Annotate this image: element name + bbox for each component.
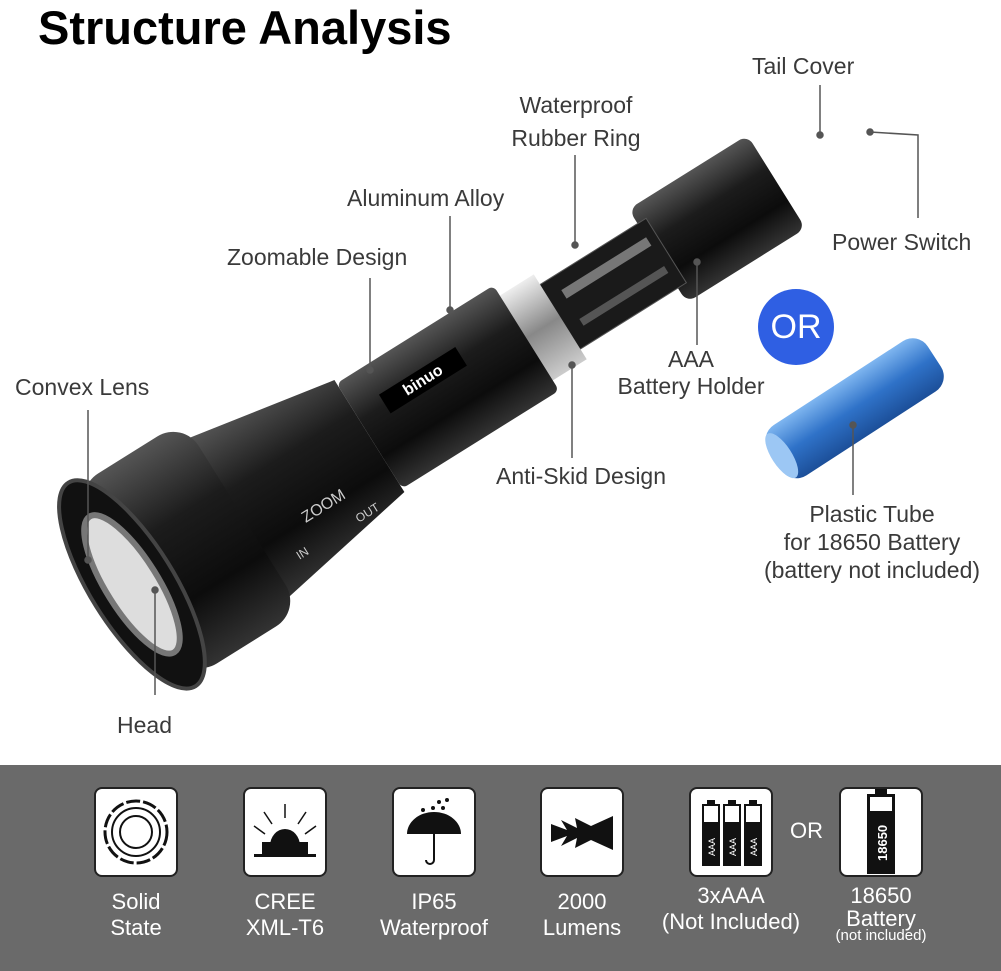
- feature-line2: XML-T6: [245, 915, 325, 940]
- feature-line2: (Not Included): [661, 909, 801, 934]
- aaa-text: AAA: [749, 838, 759, 856]
- battery-text: 18650: [875, 825, 890, 861]
- flashlight-illustration: binuo ZOOM IN OUT: [57, 85, 944, 695]
- label-aluminum: Aluminum Alloy: [347, 185, 505, 211]
- anti-skid-body: [338, 287, 557, 487]
- aaa-text: AAA: [707, 838, 717, 856]
- tail-cover: [632, 138, 802, 299]
- feature-line2: State: [110, 915, 162, 940]
- or-badge: OR: [758, 289, 834, 365]
- label-head: Head: [117, 712, 172, 738]
- label-anti-skid: Anti-Skid Design: [496, 463, 667, 489]
- label-aaa-line2: Battery Holder: [617, 373, 765, 399]
- rubber-ring: [495, 274, 587, 384]
- feature-line1: 3xAAA: [697, 883, 765, 908]
- solid-state-icon: [94, 787, 178, 877]
- aaa-batteries-icon: AAA AAA AAA: [689, 787, 773, 877]
- feature-line1: CREE: [254, 889, 316, 914]
- label-tube-line1: Plastic Tube: [809, 501, 935, 527]
- page-title: Structure Analysis: [38, 1, 452, 54]
- label-rubber-ring-line1: Waterproof: [519, 92, 633, 118]
- features-or: OR: [790, 818, 823, 843]
- aaa-text: AAA: [728, 838, 738, 856]
- 18650-battery: [765, 338, 944, 479]
- feature-line1: IP65: [411, 889, 457, 914]
- label-power-switch: Power Switch: [832, 229, 972, 255]
- umbrella-rain-icon: [392, 787, 476, 877]
- feature-line1: Solid: [111, 889, 161, 914]
- head: [83, 431, 291, 669]
- label-zoomable: Zoomable Design: [227, 244, 408, 270]
- leader-lines: [84, 85, 919, 695]
- zoom-body: [183, 380, 405, 602]
- feature-line2: Waterproof: [379, 915, 488, 940]
- cree-led-icon: [243, 787, 327, 877]
- label-rubber-ring-line2: Rubber Ring: [511, 125, 641, 151]
- feature-line2: Battery: [846, 906, 916, 931]
- convex-lens: [81, 512, 183, 657]
- label-aaa-line1: AAA: [667, 346, 715, 372]
- feature-line2: Lumens: [542, 915, 622, 940]
- feature-note: (not included): [835, 927, 927, 944]
- feature-line1: 2000: [557, 889, 607, 914]
- feature-line1: 18650: [850, 883, 912, 908]
- label-tube-line2: for 18650 Battery: [783, 529, 961, 555]
- 18650-battery-icon: 18650: [839, 787, 923, 877]
- feature-aaa: AAA AAA AAA 3xAAA(Not Included): [656, 787, 806, 935]
- label-convex-lens: Convex Lens: [15, 374, 150, 400]
- label-tail-cover: Tail Cover: [752, 53, 855, 79]
- label-tube-line3: (battery not included): [763, 557, 981, 583]
- light-beam-icon: [540, 787, 624, 877]
